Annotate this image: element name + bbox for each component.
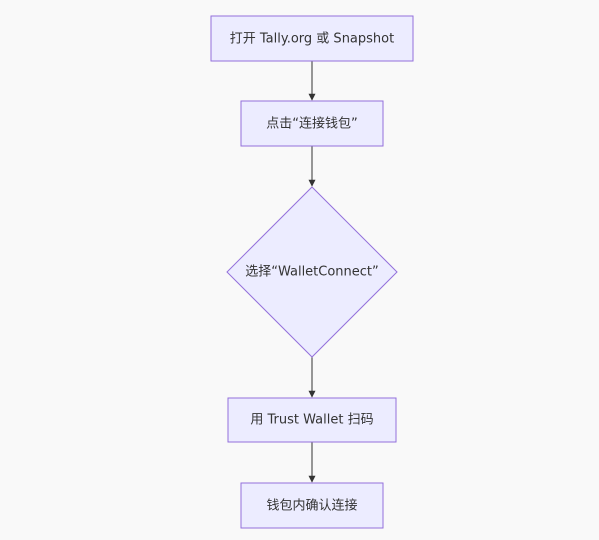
node-label: 打开 Tally.org 或 Snapshot — [230, 32, 394, 47]
node-label: 点击“连接钱包” — [266, 116, 357, 132]
node-label: 选择“WalletConnect” — [245, 265, 379, 280]
node-open-tally-or-snapshot: 打开 Tally.org 或 Snapshot — [210, 15, 414, 62]
node-select-walletconnect: 选择“WalletConnect” — [226, 186, 398, 358]
node-label: 钱包内确认连接 — [266, 498, 357, 514]
node-label: 用 Trust Wallet 扫码 — [250, 413, 373, 428]
node-confirm-connection-in-wallet: 钱包内确认连接 — [240, 482, 384, 529]
node-click-connect-wallet: 点击“连接钱包” — [240, 100, 384, 147]
node-scan-with-trust-wallet: 用 Trust Wallet 扫码 — [227, 397, 397, 443]
